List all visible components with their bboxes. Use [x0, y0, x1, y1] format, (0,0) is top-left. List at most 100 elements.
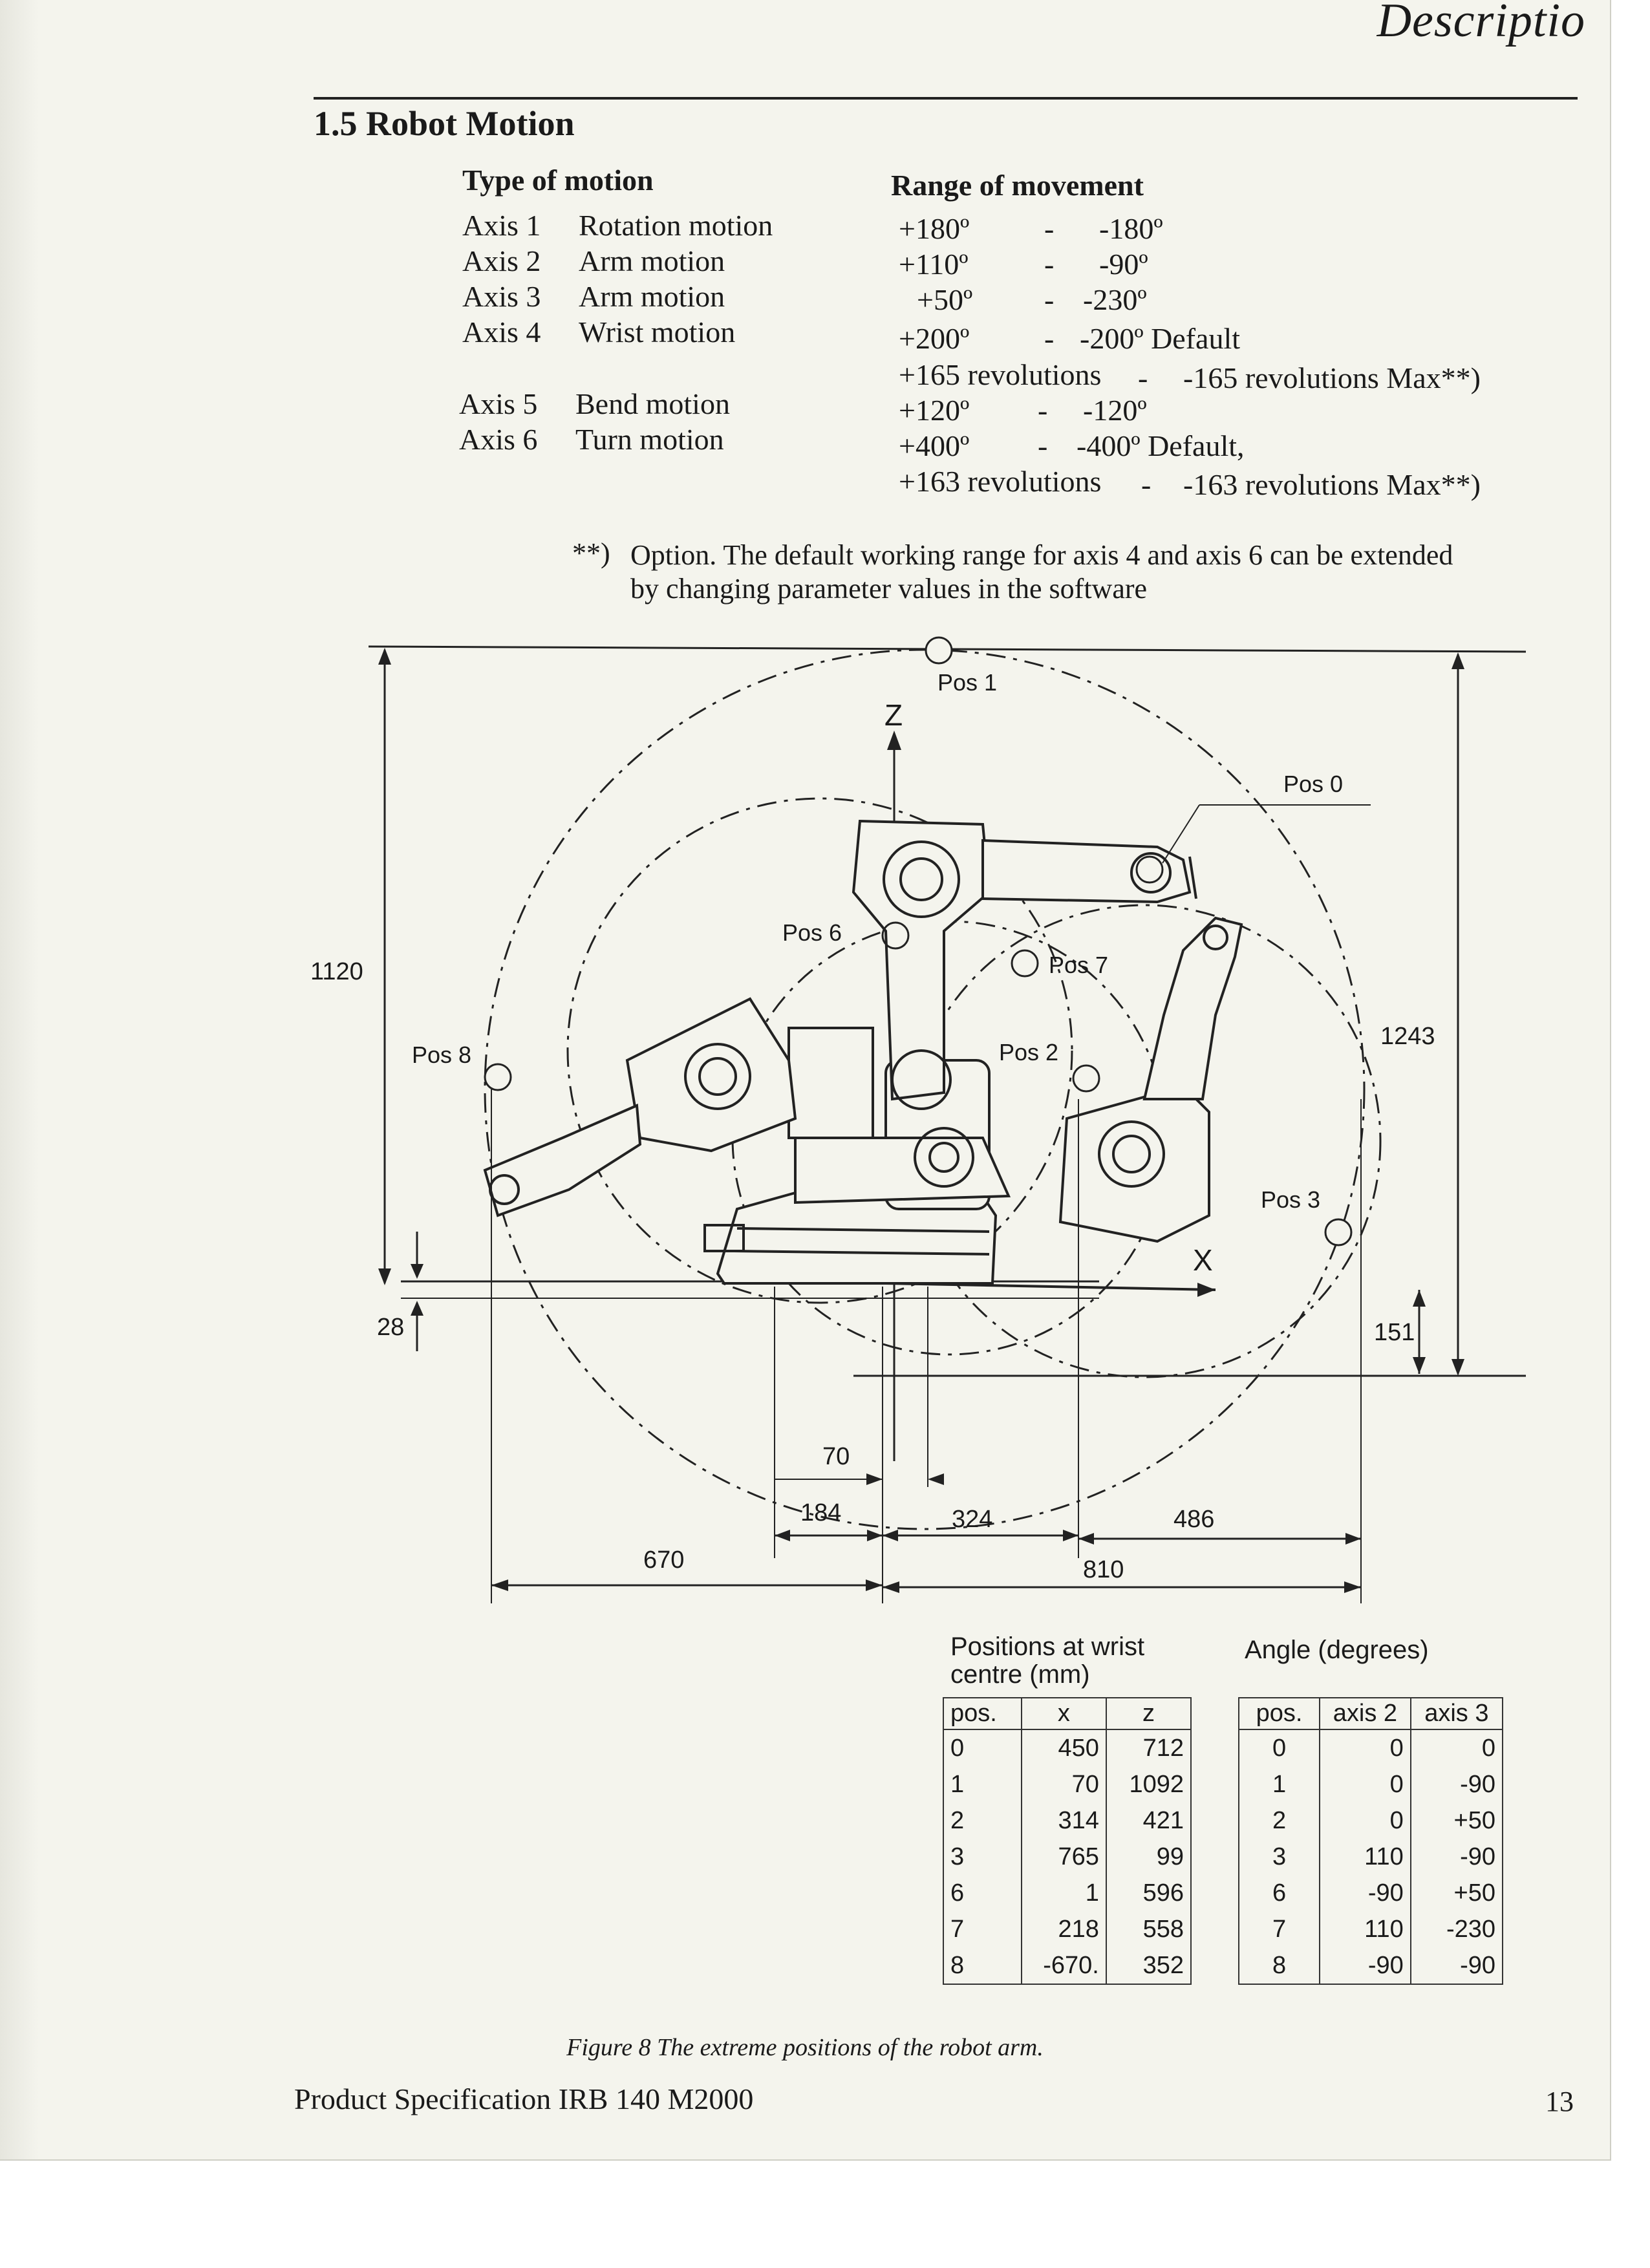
axis-label: Axis 2 — [462, 244, 541, 277]
pos2-label: Pos 2 — [999, 1039, 1058, 1065]
col-type-heading: Type of motion — [462, 164, 654, 197]
footnote-marker: **) — [572, 537, 610, 569]
range-plus: +110º — [899, 248, 969, 281]
header-rule — [314, 97, 1578, 100]
range-plus: +163 revolutions — [899, 465, 1102, 498]
dim-486: 486 — [1173, 1506, 1214, 1533]
dim-810: 810 — [1083, 1556, 1124, 1583]
x-arrow — [1197, 1283, 1216, 1297]
dim-324: 324 — [952, 1506, 992, 1533]
axis-label: Axis 3 — [462, 280, 541, 313]
range-dash: - — [1044, 248, 1055, 281]
dim-151: 151 — [1374, 1319, 1415, 1346]
axis-label: Axis 4 — [462, 316, 541, 348]
dim-1243: 1243 — [1380, 1023, 1435, 1050]
pos8-marker — [484, 1063, 512, 1091]
range-plus: +50º — [917, 283, 973, 316]
robot-arm-pos3 — [1058, 916, 1243, 1243]
table-row: 8-90-90 — [1238, 1947, 1504, 1985]
table-row: 8-670.352 — [943, 1947, 1192, 1985]
motion-type: Turn motion — [575, 423, 724, 456]
pos8-label: Pos 8 — [412, 1042, 471, 1068]
wrist-table-title-1: Positions at wrist — [950, 1632, 1145, 1661]
range-plus: +180º — [899, 212, 970, 245]
col-axis2: axis 2 — [1319, 1697, 1411, 1730]
pos2-marker — [1072, 1064, 1100, 1093]
dim-28: 28 — [377, 1314, 404, 1341]
range-plus: +200º — [899, 322, 970, 355]
table-row: 6-90+50 — [1238, 1875, 1504, 1911]
col-range-heading: Range of movement — [891, 169, 1144, 202]
range-plus: +120º — [899, 394, 970, 427]
motion-type: Wrist motion — [579, 316, 736, 348]
pos6-label: Pos 6 — [782, 919, 842, 946]
range-dash: - — [1044, 212, 1055, 245]
pos0-label: Pos 0 — [1283, 771, 1343, 797]
z-axis-label: Z — [884, 698, 903, 732]
range-minus: -120º — [1083, 394, 1147, 427]
pos3-label: Pos 3 — [1261, 1186, 1320, 1213]
col-pos: pos. — [1238, 1697, 1321, 1730]
figure-caption: Figure 8 The extreme positions of the ro… — [566, 2034, 1044, 2061]
running-header: Descriptio — [1377, 0, 1585, 47]
range-dash: - — [1138, 361, 1148, 394]
pos6-marker — [881, 921, 910, 950]
motion-type: Rotation motion — [579, 209, 773, 242]
range-dash: - — [1044, 322, 1055, 355]
range-minus: -400º Default, — [1077, 429, 1245, 462]
footnote-line-2: by changing parameter values in the soft… — [630, 573, 1148, 604]
col-axis3: axis 3 — [1409, 1697, 1504, 1730]
page-number: 13 — [1545, 2086, 1574, 2117]
col-pos: pos. — [943, 1697, 1022, 1730]
range-minus: -165 revolutions Max**) — [1183, 361, 1481, 394]
range-dash: - — [1141, 468, 1152, 501]
robot-upper-arm — [852, 819, 1197, 1110]
motion-type: Bend motion — [575, 387, 730, 420]
range-minus: -200º Default — [1080, 322, 1241, 355]
range-minus: -180º — [1099, 212, 1163, 245]
robot-working-range-diagram: Pos 1 Pos 0 Pos 6 Pos 7 Pos 2 Pos 3 Pos … — [310, 636, 1527, 1603]
pos1-marker — [925, 636, 953, 665]
range-dash: - — [1038, 394, 1048, 427]
range-plus: +165 revolutions — [899, 358, 1102, 391]
z-arrow — [887, 731, 901, 750]
col-x: x — [1020, 1697, 1107, 1730]
wrist-table-title-2: centre (mm) — [950, 1660, 1090, 1689]
pos0-leader — [1162, 804, 1200, 864]
pos3-marker — [1324, 1218, 1353, 1246]
footnote-line-1: Option. The default working range for ax… — [630, 539, 1453, 571]
dim-184: 184 — [800, 1499, 841, 1526]
motion-type: Arm motion — [579, 280, 725, 313]
outer-working-envelope — [484, 648, 1366, 1530]
range-minus: -90º — [1099, 248, 1148, 281]
scan-edge-shadow — [0, 0, 39, 2159]
range-minus: -230º — [1083, 283, 1147, 316]
range-dash: - — [1044, 283, 1055, 316]
pos1-label: Pos 1 — [938, 669, 997, 696]
range-dash: - — [1038, 429, 1048, 462]
dim-70: 70 — [822, 1443, 850, 1470]
angle-table-title: Angle (degrees) — [1245, 1636, 1429, 1664]
col-z: z — [1105, 1697, 1192, 1730]
range-plus: +400º — [899, 429, 970, 462]
pos7-marker — [1011, 949, 1039, 978]
range-minus: -163 revolutions Max**) — [1183, 468, 1481, 501]
axis-label: Axis 6 — [459, 423, 538, 456]
dim-1120: 1120 — [310, 958, 363, 985]
x-axis-label: X — [1193, 1243, 1213, 1277]
axis-label: Axis 1 — [462, 209, 541, 242]
section-title: 1.5 Robot Motion — [314, 104, 575, 143]
footer-product: Product Specification IRB 140 M2000 — [294, 2082, 754, 2115]
